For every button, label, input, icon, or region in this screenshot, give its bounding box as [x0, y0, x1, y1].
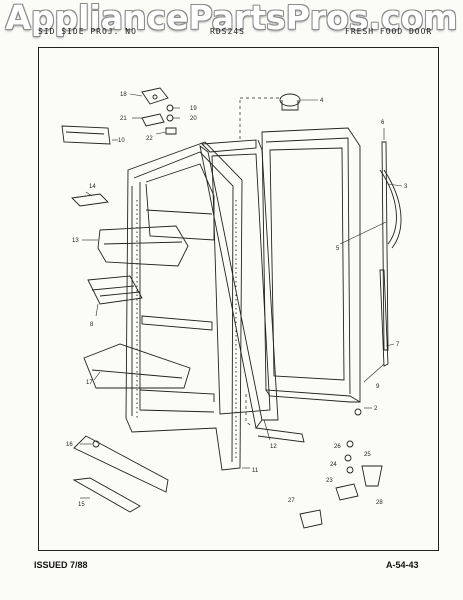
callout-16: 16 [66, 442, 73, 448]
callout-28: 28 [376, 500, 383, 506]
header-model-number: RDS24S [210, 27, 245, 36]
trim-strip [379, 269, 389, 367]
callout-3: 3 [404, 184, 408, 190]
callout-4: 4 [320, 98, 324, 104]
header-section-title: FRESH FOOD DOOR [345, 27, 433, 36]
callout-9: 9 [376, 384, 380, 390]
callout-5: 5 [336, 246, 340, 252]
callout-6: 6 [381, 120, 385, 126]
trim-piece [72, 477, 141, 513]
page-code: A-54-43 [386, 560, 419, 570]
top-hinge [141, 87, 169, 105]
callout-23: 23 [326, 478, 333, 484]
door-gasket [199, 139, 305, 443]
dairy-door [97, 225, 189, 267]
callout-14: 14 [89, 184, 96, 190]
diagram-frame [38, 47, 439, 551]
callout-21: 21 [120, 116, 127, 122]
door-liner [125, 141, 243, 471]
outer-door-panel [261, 127, 361, 403]
callout-11: 11 [252, 468, 259, 474]
egg-tray [87, 275, 143, 305]
callout-2: 2 [374, 406, 378, 412]
callout-17: 17 [86, 380, 93, 386]
callout-12: 12 [270, 444, 277, 450]
hinge-cap [279, 93, 301, 111]
callout-25: 25 [364, 452, 371, 458]
callout-13: 13 [72, 238, 79, 244]
callout-24: 24 [330, 462, 337, 468]
door-shelf [83, 343, 191, 389]
callout-8: 8 [90, 322, 94, 328]
watermark-logo: AppliancePartsPros.com [5, 0, 458, 37]
header-model-label: SID SIDE PROJ. NO [38, 27, 137, 36]
callout-20: 20 [190, 116, 197, 122]
callout-7: 7 [396, 342, 400, 348]
bottom-hinge [92, 408, 383, 529]
issued-date: ISSUED 7/88 [34, 560, 88, 570]
callout-10: 10 [118, 138, 125, 144]
bottom-shelf-bar [73, 435, 169, 493]
callout-27: 27 [288, 498, 295, 504]
small-shelf [71, 193, 109, 207]
callout-19: 19 [190, 106, 197, 112]
door-handle [379, 141, 402, 351]
callout-15: 15 [78, 502, 85, 508]
callout-18: 18 [120, 92, 127, 98]
callout-22: 22 [146, 136, 153, 142]
callout-26: 26 [334, 444, 341, 450]
